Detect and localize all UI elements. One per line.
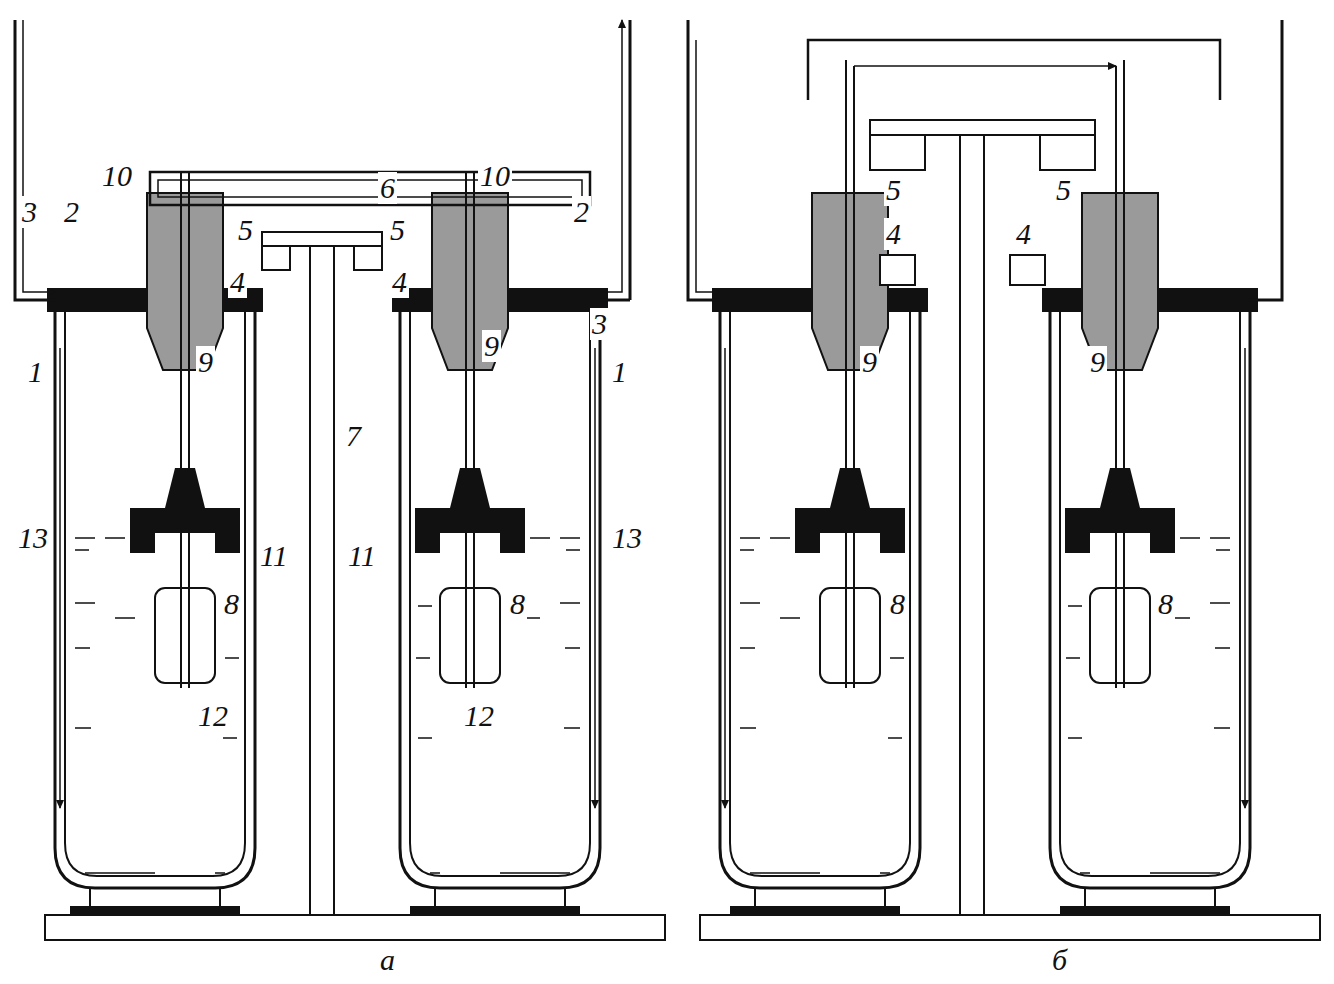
callout-number: 2 bbox=[62, 196, 81, 228]
callout-number: 8 bbox=[888, 588, 907, 620]
callout-number: 13 bbox=[16, 522, 50, 554]
callout-number: 8 bbox=[1156, 588, 1175, 620]
callout-number: 5 bbox=[1054, 174, 1073, 206]
callout-number: 9 bbox=[482, 330, 501, 362]
panel-a bbox=[15, 20, 665, 940]
panel-caption: а bbox=[378, 944, 397, 976]
callout-number: 4 bbox=[1014, 218, 1033, 250]
callout-number: 11 bbox=[258, 540, 290, 572]
callout-number: 3 bbox=[20, 196, 39, 228]
callout-number: 4 bbox=[884, 218, 903, 250]
callout-number: 5 bbox=[236, 214, 255, 246]
callout-number: 5 bbox=[884, 174, 903, 206]
callout-number: 4 bbox=[390, 266, 409, 298]
callout-number: 12 bbox=[462, 700, 496, 732]
callout-number: 5 bbox=[388, 214, 407, 246]
callout-number: 10 bbox=[478, 160, 512, 192]
callout-number: 2 bbox=[572, 196, 591, 228]
callout-number: 11 bbox=[346, 540, 378, 572]
callout-number: 7 bbox=[344, 420, 363, 452]
panel-b bbox=[688, 20, 1320, 940]
callout-number: 8 bbox=[508, 588, 527, 620]
callout-number: 6 bbox=[378, 172, 397, 204]
callout-number: 9 bbox=[860, 346, 879, 378]
callout-number: 9 bbox=[196, 346, 215, 378]
callout-number: 3 bbox=[590, 308, 609, 340]
callout-number: 12 bbox=[196, 700, 230, 732]
callout-number: 9 bbox=[1088, 346, 1107, 378]
callout-number: 1 bbox=[26, 356, 45, 388]
callout-number: 10 bbox=[100, 160, 134, 192]
panel-caption: б bbox=[1050, 944, 1069, 976]
callout-number: 13 bbox=[610, 522, 644, 554]
callout-number: 4 bbox=[228, 266, 247, 298]
callout-number: 1 bbox=[610, 356, 629, 388]
callout-number: 8 bbox=[222, 588, 241, 620]
